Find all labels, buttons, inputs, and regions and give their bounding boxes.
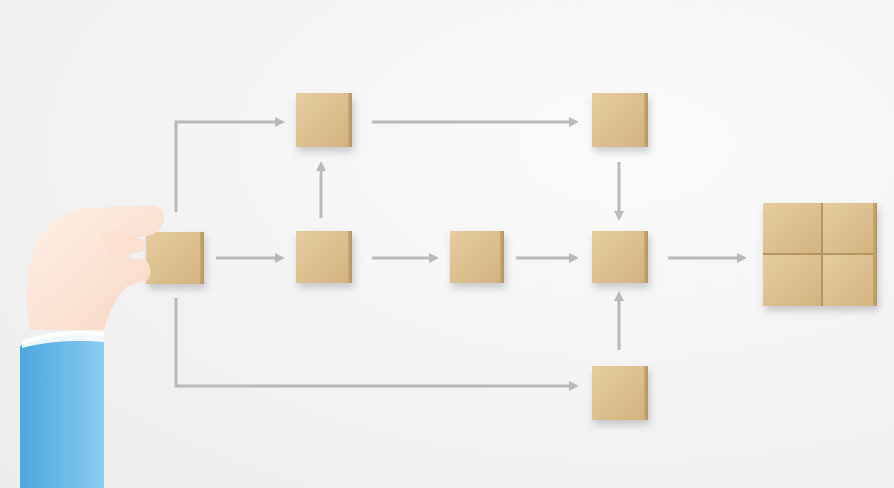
arrow-start-down-to-bottom <box>174 298 579 391</box>
block-top-right <box>592 93 648 147</box>
arrows <box>174 117 747 391</box>
block-mid-3 <box>592 231 648 283</box>
result-block-group <box>763 203 877 306</box>
cuff <box>22 331 104 348</box>
sleeve <box>20 334 104 488</box>
hand <box>26 205 165 330</box>
block-top-left <box>296 93 352 147</box>
hand-illustration <box>20 205 165 488</box>
block-mid-2 <box>450 231 504 283</box>
block-mid-1 <box>296 231 352 283</box>
block-bottom <box>592 366 648 420</box>
block-start <box>146 232 204 284</box>
thumb <box>102 230 145 256</box>
arrow-start-up-to-top-left <box>174 117 285 212</box>
